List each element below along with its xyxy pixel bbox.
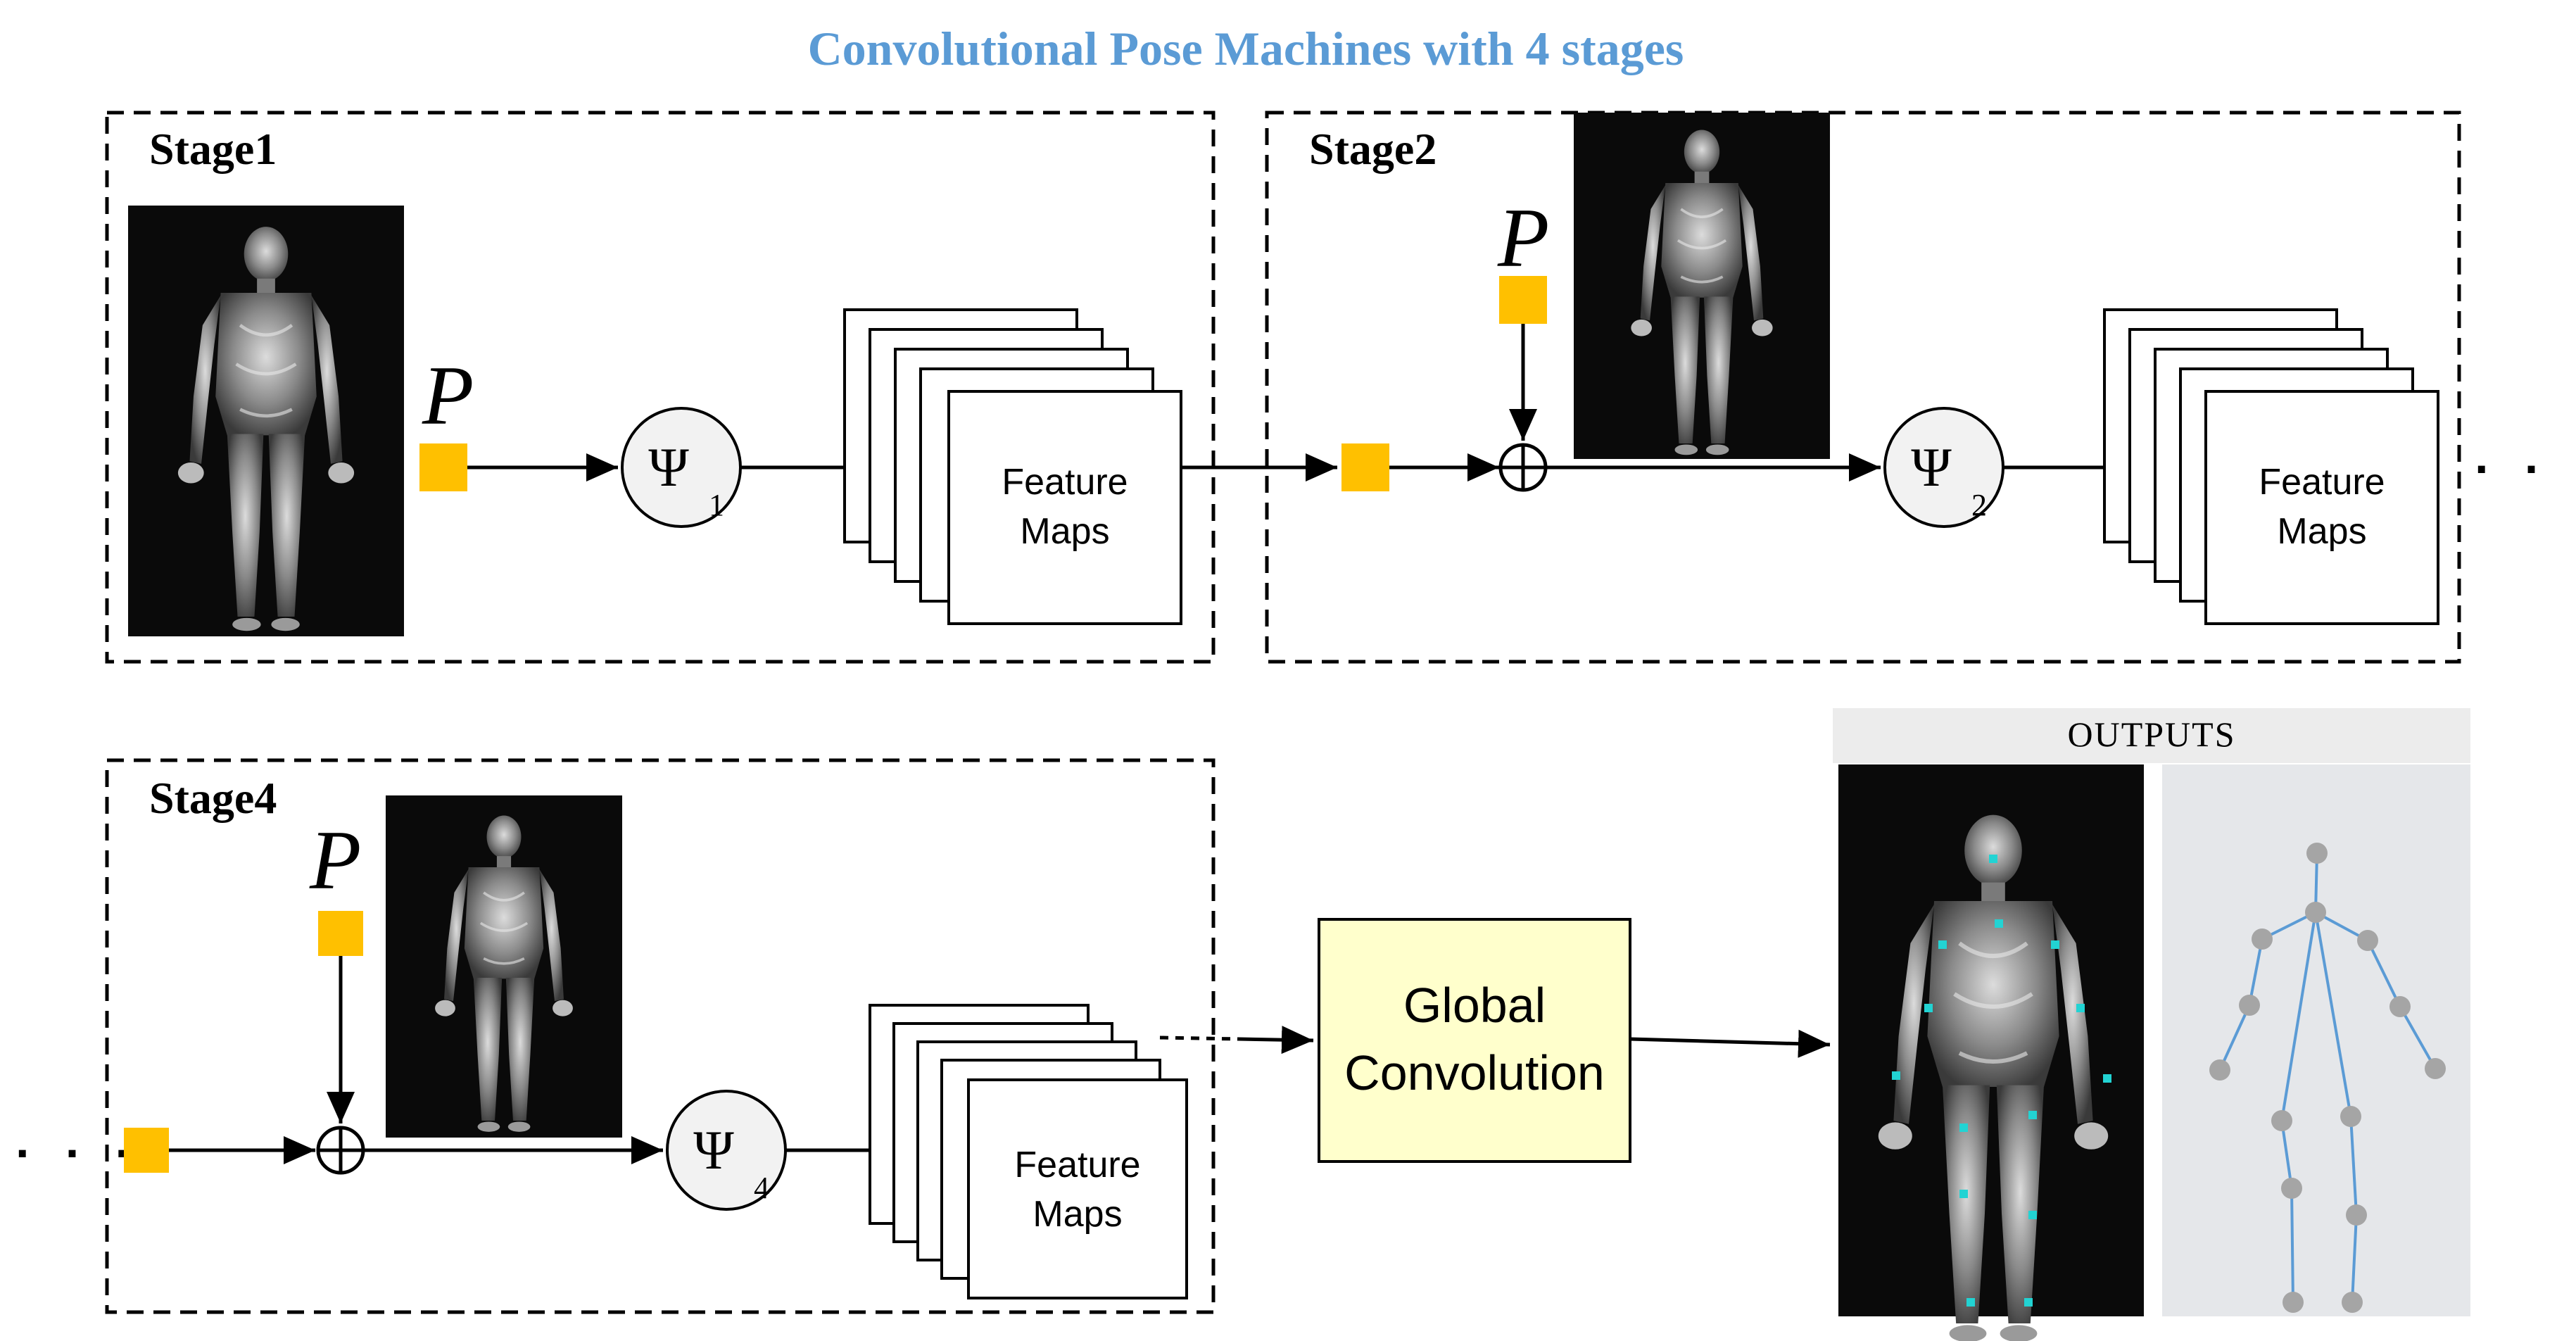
stage4-feature-maps: Feature Maps — [869, 1004, 1188, 1299]
stage2-prior-box — [1499, 276, 1547, 324]
stage1-prior-label: P — [422, 348, 474, 442]
stage2-feature-maps-label-line1: Feature — [2259, 462, 2385, 503]
stage1-panel: Stage1 P Ψ 1 Feature Maps — [105, 111, 1216, 664]
diagram-title: Convolutional Pose Machines with 4 stage… — [808, 22, 1684, 75]
output-keypoint-image — [1838, 764, 2144, 1341]
stage2-belief-box — [1341, 443, 1389, 491]
stage1-input-image — [128, 206, 404, 636]
stage4-psi-subscript: 4 — [754, 1171, 769, 1205]
stage4-belief-box — [124, 1128, 169, 1173]
continuation-dots-left: · · · — [15, 1126, 141, 1181]
stage4-feature-maps-label-line1: Feature — [1014, 1145, 1140, 1185]
outputs-header — [1833, 708, 2470, 763]
stage2-feature-maps: Feature Maps — [2103, 308, 2439, 625]
stage1-feature-maps-label-line2: Maps — [1020, 511, 1109, 552]
stage2-border — [1265, 111, 2461, 664]
stage4-panel: Stage4 P Ψ 4 Feature Maps — [105, 758, 1216, 1314]
stage2-psi-symbol: Ψ — [1911, 436, 1952, 498]
outputs-label: OUTPUTS — [2067, 714, 2235, 754]
stage2-label: Stage2 — [1309, 124, 1437, 174]
stage1-prior-box — [419, 443, 467, 491]
stage4-feature-maps-label-line2: Maps — [1033, 1194, 1122, 1235]
arrow-to-global-conv — [1238, 1026, 1314, 1054]
continuation-dots-right: · · · — [2475, 441, 2576, 496]
stage4-prior-box — [318, 911, 363, 956]
dotted-connector-to-global-conv — [1159, 1035, 1239, 1041]
global-conv-label-line1: Global — [1403, 978, 1546, 1033]
keypoint-markers — [1892, 855, 2111, 1307]
stage1-label: Stage1 — [149, 124, 277, 174]
global-conv-label-line2: Convolution — [1344, 1045, 1605, 1100]
stage4-input-image — [386, 795, 622, 1138]
arrow-global-conv-to-outputs — [1629, 1029, 1831, 1058]
stage1-psi-subscript: 1 — [709, 488, 724, 522]
stage2-feature-maps-label-line2: Maps — [2277, 511, 2366, 552]
stage1-border — [105, 111, 1216, 664]
stage4-sum-node — [316, 1126, 365, 1175]
global-convolution-block: Global Convolution — [1318, 918, 1631, 1163]
stage1-feature-maps: Feature Maps — [843, 308, 1182, 625]
stage2-psi-subscript: 2 — [1971, 488, 1987, 522]
stage2-panel: Stage2 P Ψ 2 Feature Maps — [1265, 111, 2461, 664]
stage1-feature-maps-label-line1: Feature — [1002, 462, 1128, 503]
stage2-prior-label: P — [1497, 191, 1549, 284]
outputs-panel: OUTPUTS — [1833, 708, 2470, 1341]
stage2-input-image — [1574, 113, 1830, 459]
stage4-psi-symbol: Ψ — [693, 1119, 734, 1181]
output-skeleton — [2162, 764, 2470, 1316]
stage2-sum-node — [1498, 443, 1548, 492]
stage4-prior-label: P — [309, 813, 361, 907]
stage4-label: Stage4 — [149, 773, 277, 823]
stage1-psi-symbol: Ψ — [648, 436, 689, 498]
